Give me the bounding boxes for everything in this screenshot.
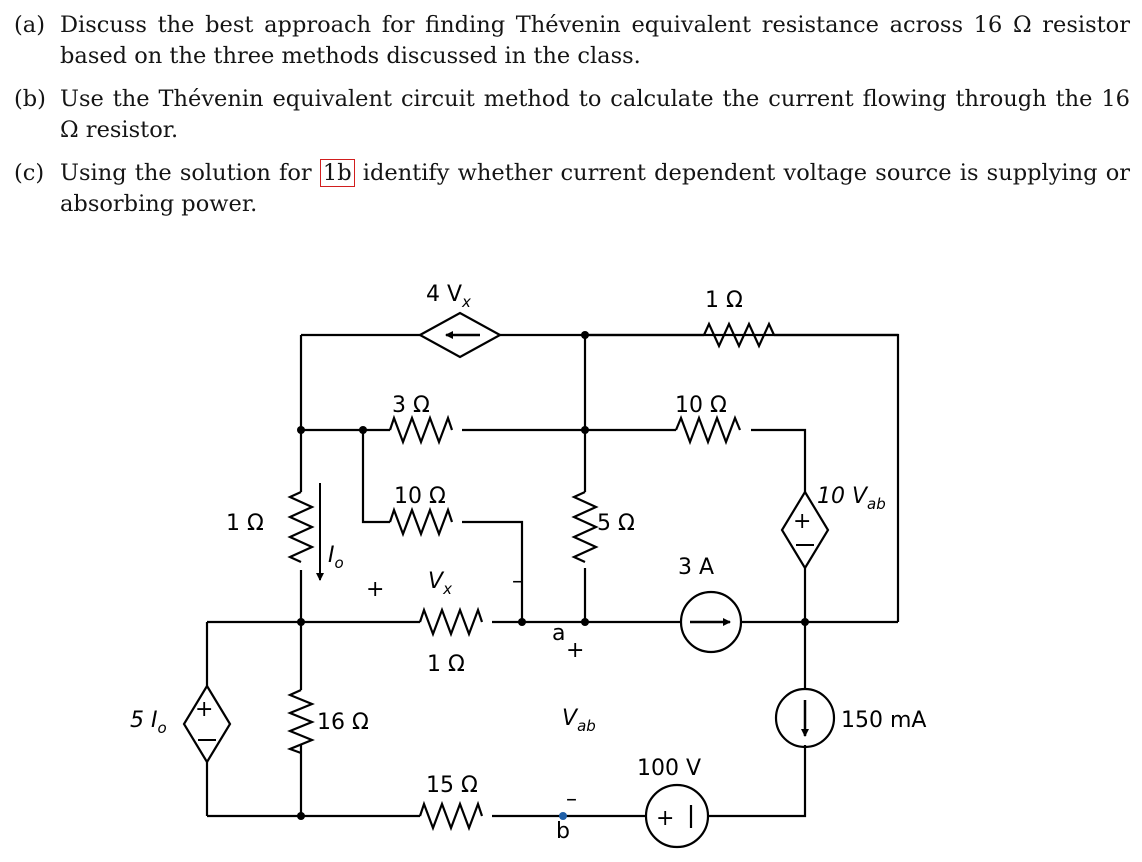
resistor-16ohm: 16 Ω — [286, 688, 369, 755]
question-b: (b) Use the Thévenin equivalent circuit … — [14, 84, 1130, 146]
current-io-arrow: Io — [316, 483, 344, 581]
plus-sign: + — [793, 509, 811, 534]
dependent-current-source-4vx: 4 Vx — [417, 282, 503, 359]
terminals-vab: a + Vab – b — [552, 621, 596, 844]
dependent-voltage-source-5io: + 5 Io — [130, 683, 232, 765]
plus-sign: + — [195, 697, 213, 722]
label-150ma: 150 mA — [841, 708, 926, 733]
question-label: (b) — [14, 86, 46, 112]
label-r-10-mid: 10 Ω — [394, 484, 446, 509]
resistor-15ohm: 15 Ω — [418, 773, 484, 832]
label-vx: Vx — [428, 569, 452, 598]
label-r-3: 3 Ω — [392, 393, 430, 418]
question-text: Discuss the best approach for finding Th… — [60, 12, 1130, 69]
label-100v: 100 V — [637, 756, 701, 781]
resistor-3ohm: 3 Ω — [388, 393, 454, 446]
label-5io: 5 Io — [130, 708, 167, 737]
resistor-1ohm-top: 1 Ω — [585, 288, 898, 349]
label-r-1-left: 1 Ω — [226, 511, 264, 536]
label-r-10-top: 10 Ω — [675, 393, 727, 418]
question-label: (c) — [14, 160, 45, 186]
question-text-after: identify whether current dependent volta… — [60, 160, 1130, 217]
question-text: Use the Thévenin equivalent circuit meth… — [60, 86, 1130, 143]
junction-dots — [297, 331, 809, 820]
label-4vx: 4 Vx — [426, 282, 471, 311]
node-a-label: a — [552, 621, 565, 646]
resistor-10ohm-top: 10 Ω — [674, 393, 742, 446]
node-b-minus: – — [566, 787, 577, 812]
resistor-5ohm: 5 Ω — [571, 490, 635, 564]
label-r-5: 5 Ω — [597, 511, 635, 536]
question-a: (a) Discuss the best approach for findin… — [14, 10, 1130, 72]
resistor-1ohm-mid: 1 Ω + – Vx — [366, 569, 523, 677]
node-a-plus: + — [566, 638, 584, 663]
resistor-1ohm-left: 1 Ω — [226, 490, 315, 564]
vx-minus-sign: – — [512, 569, 523, 594]
label-r-15: 15 Ω — [426, 773, 478, 798]
dependent-voltage-source-10vab: + 10 Vab — [780, 484, 886, 571]
plus-sign: + — [656, 806, 674, 831]
label-10vab: 10 Vab — [817, 484, 886, 513]
node-b-label: b — [556, 819, 570, 844]
voltage-source-100v: + 100 V — [637, 756, 710, 849]
label-vab: Vab — [562, 706, 596, 735]
label-r-1-mid: 1 Ω — [427, 652, 465, 677]
question-text-before: Using the solution for — [60, 160, 312, 186]
reference-box: 1b — [319, 159, 355, 187]
question-label: (a) — [14, 12, 45, 38]
current-source-3a: 3 A — [678, 555, 743, 654]
resistor-10ohm-mid: 10 Ω — [388, 484, 454, 538]
question-text: Using the solution for 1b identify wheth… — [60, 158, 1130, 220]
current-source-150ma: 150 mA — [774, 687, 926, 749]
vx-plus-sign: + — [366, 577, 384, 602]
label-3a: 3 A — [678, 555, 714, 580]
question-c: (c) Using the solution for 1b identify w… — [14, 158, 1130, 220]
label-r-16: 16 Ω — [317, 710, 369, 735]
label-r-top-1: 1 Ω — [705, 288, 743, 313]
label-io: Io — [328, 543, 344, 572]
